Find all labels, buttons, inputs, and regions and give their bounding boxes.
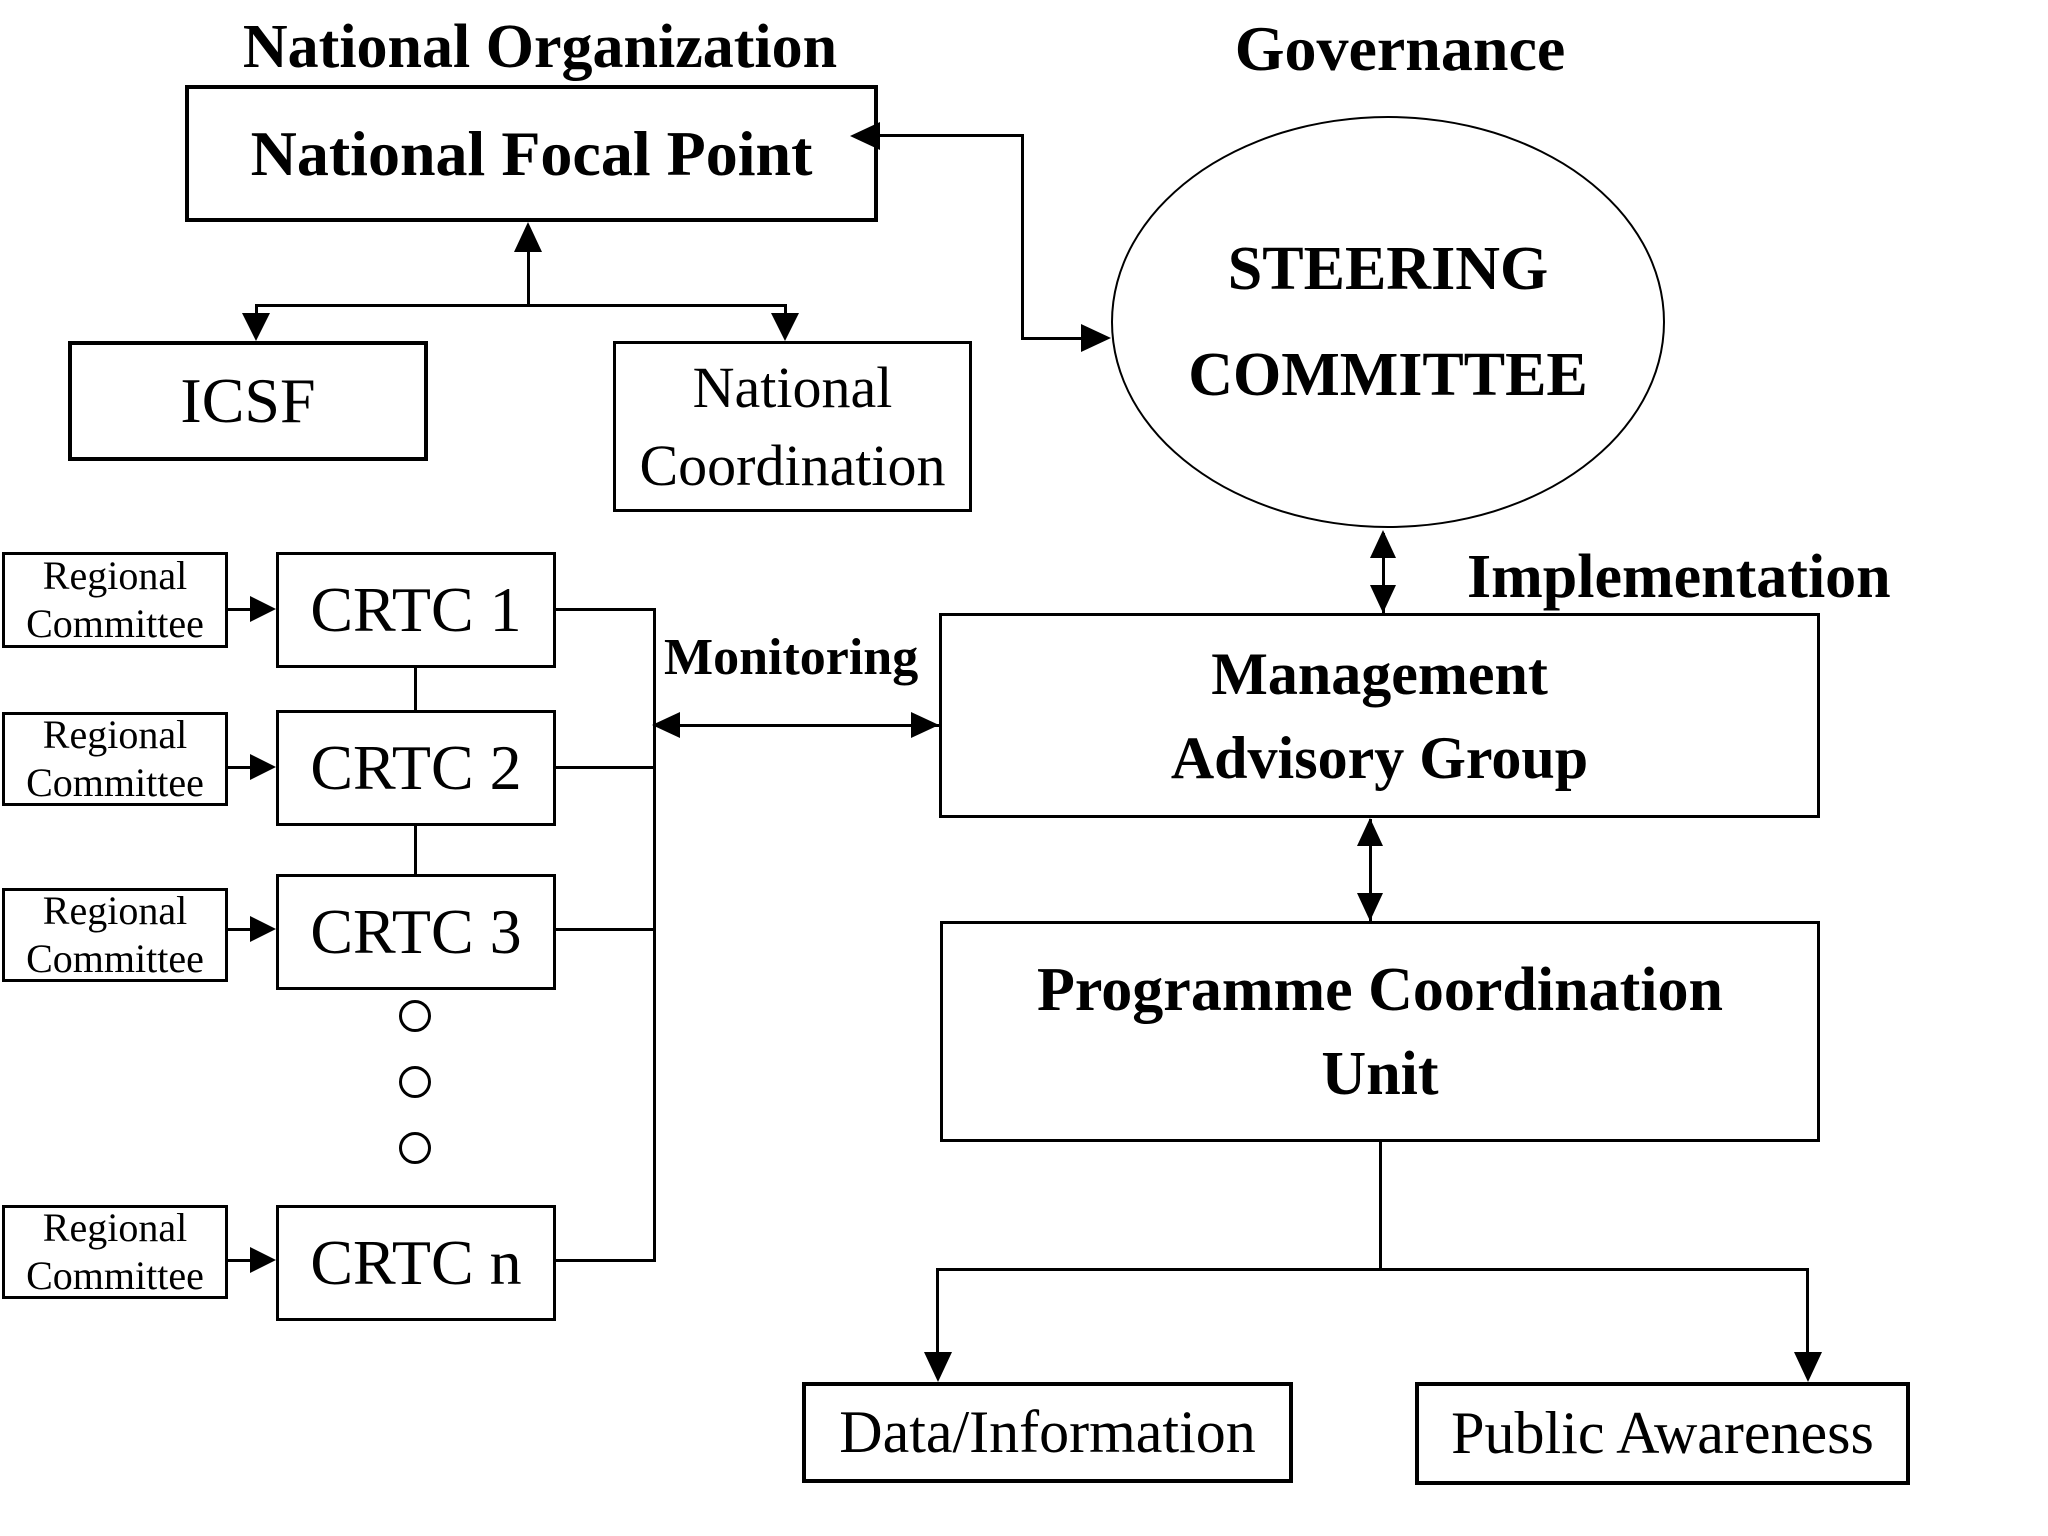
- title-national-organization: National Organization: [242, 13, 838, 81]
- crtc3-bus-stub: [556, 928, 653, 931]
- ellipsis-dot-2: [399, 1066, 431, 1098]
- node-management-advisory-group: Management Advisory Group: [939, 613, 1820, 818]
- ellipsis-dot-3: [399, 1132, 431, 1164]
- node-programme-coordination-unit-line1: Programme Coordination: [1037, 955, 1723, 1024]
- mag-pcu-arrow-shaft: [1369, 819, 1372, 921]
- node-national-focal-point: National Focal Point: [185, 85, 878, 222]
- regional-committee-line2: Committee: [26, 1253, 204, 1298]
- node-national-coordination: National Coordination: [613, 341, 972, 512]
- regional-committee-line1: Regional: [42, 553, 188, 598]
- node-national-coordination-line1: National: [692, 354, 893, 420]
- regional-committee-line1: Regional: [42, 1205, 188, 1250]
- label-monitoring: Monitoring: [664, 629, 919, 686]
- rc2-crtc2-arrow-shaft: [228, 766, 252, 769]
- ellipsis-dot-1: [399, 1000, 431, 1032]
- node-national-focal-point-label: National Focal Point: [250, 117, 813, 189]
- node-data-information-label: Data/Information: [839, 1399, 1256, 1465]
- node-programme-coordination-unit: Programme Coordination Unit: [940, 921, 1820, 1142]
- node-public-awareness-label: Public Awareness: [1451, 1400, 1874, 1466]
- node-regional-committee-1: Regional Committee: [2, 552, 228, 648]
- arrowhead-down-into-public-awareness: [1794, 1352, 1822, 1382]
- drop-to-data-information-shaft: [936, 1268, 939, 1354]
- node-regional-committee-2: Regional Committee: [2, 712, 228, 806]
- node-data-information: Data/Information: [802, 1382, 1293, 1483]
- arrowhead-up-into-nfp: [514, 222, 542, 252]
- regional-committee-line1: Regional: [42, 712, 188, 757]
- arrowhead-down-into-mag: [1370, 585, 1396, 613]
- crtc-bus-vertical: [653, 608, 656, 1262]
- title-implementation: Implementation: [1467, 543, 1891, 611]
- node-icsf: ICSF: [68, 341, 428, 461]
- drop-to-public-awareness-shaft: [1806, 1268, 1809, 1354]
- node-crtc-3: CRTC 3: [276, 874, 556, 990]
- nfp-sc-horizontal-bottom: [1021, 337, 1083, 340]
- arrowhead-down-into-data-information: [924, 1352, 952, 1382]
- crtc-2-label: CRTC 2: [310, 732, 522, 803]
- crtc-n-label: CRTC n: [310, 1227, 522, 1298]
- arrowhead-left-monitoring: [652, 712, 680, 738]
- rc1-crtc1-arrow-shaft: [228, 608, 252, 611]
- rc3-crtc3-arrow-shaft: [228, 928, 252, 931]
- node-crtc-2: CRTC 2: [276, 710, 556, 826]
- arrowhead-up-into-mag: [1357, 818, 1383, 846]
- node-public-awareness: Public Awareness: [1415, 1382, 1910, 1485]
- arrowhead-right-into-steering-committee: [1081, 324, 1111, 352]
- crtc-1-label: CRTC 1: [310, 574, 522, 645]
- crtcn-bus-stub: [556, 1259, 653, 1262]
- node-regional-committee-n: Regional Committee: [2, 1205, 228, 1299]
- arrowhead-left-into-nfp: [850, 122, 880, 150]
- nfp-fork-horizontal-line: [255, 304, 787, 307]
- nfp-sc-horizontal-top: [876, 134, 1023, 137]
- nfp-up-arrow-shaft: [527, 228, 530, 306]
- node-management-advisory-group-line1: Management: [1211, 640, 1548, 707]
- arrowhead-right-into-mag-left: [911, 712, 939, 738]
- arrowhead-into-crtc1: [250, 596, 276, 622]
- crtc1-crtc2-connector: [414, 668, 417, 710]
- arrowhead-up-into-steering-committee: [1370, 530, 1396, 558]
- regional-committee-line2: Committee: [26, 601, 204, 646]
- node-crtc-n: CRTC n: [276, 1205, 556, 1321]
- node-icsf-label: ICSF: [180, 365, 316, 436]
- crtc1-bus-stub: [556, 608, 653, 611]
- arrowhead-down-into-pcu: [1357, 893, 1383, 921]
- crtc2-crtc3-connector: [414, 826, 417, 874]
- sc-mag-arrow-shaft: [1382, 533, 1385, 613]
- pcu-drop-vertical: [1379, 1142, 1382, 1271]
- arrowhead-down-into-icsf: [242, 313, 270, 341]
- node-programme-coordination-unit-line2: Unit: [1321, 1039, 1439, 1108]
- arrowhead-into-crtc3: [250, 916, 276, 942]
- regional-committee-line1: Regional: [42, 888, 188, 933]
- title-governance: Governance: [1234, 13, 1566, 84]
- nfp-sc-vertical: [1021, 134, 1024, 340]
- rcn-crtcn-arrow-shaft: [228, 1259, 252, 1262]
- monitoring-arrow-shaft: [655, 724, 939, 727]
- arrowhead-down-into-national-coordination: [771, 313, 799, 341]
- node-steering-committee-line1: STEERING: [1227, 235, 1549, 303]
- arrowhead-into-crtcn: [250, 1247, 276, 1273]
- node-steering-committee-line2: COMMITTEE: [1188, 341, 1588, 409]
- node-steering-committee: STEERING COMMITTEE: [1111, 116, 1665, 528]
- arrowhead-into-crtc2: [250, 754, 276, 780]
- node-regional-committee-3: Regional Committee: [2, 888, 228, 982]
- node-management-advisory-group-line2: Advisory Group: [1170, 724, 1589, 791]
- node-national-coordination-line2: Coordination: [639, 432, 946, 498]
- regional-committee-line2: Committee: [26, 760, 204, 805]
- crtc2-bus-stub: [556, 766, 653, 769]
- crtc-3-label: CRTC 3: [310, 896, 522, 967]
- node-crtc-1: CRTC 1: [276, 552, 556, 668]
- distribution-horizontal-line: [936, 1268, 1809, 1271]
- regional-committee-line2: Committee: [26, 936, 204, 981]
